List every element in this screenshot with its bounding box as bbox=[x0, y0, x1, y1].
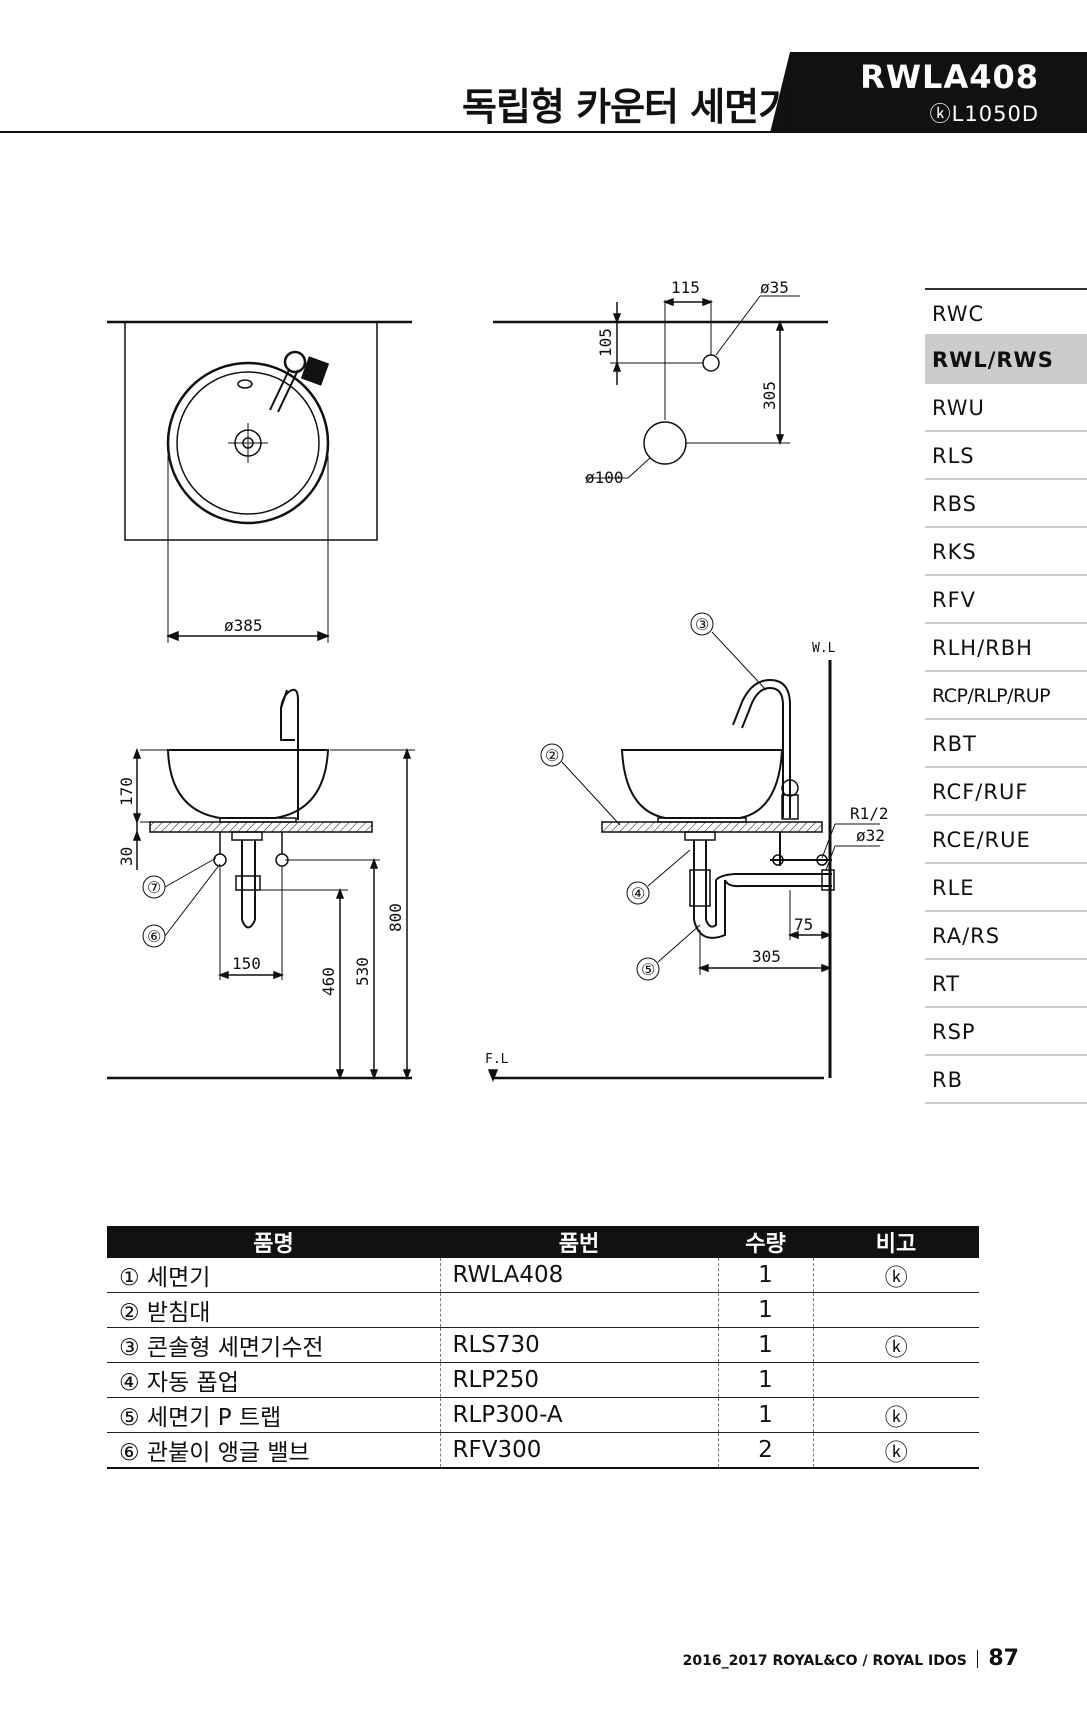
dim-side-r12: R1/2 bbox=[850, 804, 889, 823]
nav-item-rt[interactable]: RT bbox=[925, 960, 1087, 1008]
nav-item-rwl-rws[interactable]: RWL/RWS bbox=[925, 336, 1087, 384]
wl-label: W.L bbox=[812, 641, 836, 656]
cell-note bbox=[812, 1292, 979, 1328]
cell-note: ⓚ bbox=[812, 1258, 979, 1293]
cell-qty: 1 bbox=[717, 1397, 813, 1433]
dim-plan-305: 305 bbox=[760, 381, 779, 410]
nav-item-rbt[interactable]: RBT bbox=[925, 720, 1087, 768]
cell-code: RLP250 bbox=[439, 1362, 718, 1398]
model-sub-code: ⓚL1050D bbox=[929, 102, 1039, 126]
table-row: ④ 자동 폽업 RLP250 1 bbox=[107, 1362, 979, 1398]
nav-item-rwu[interactable]: RWU bbox=[925, 384, 1087, 432]
cell-qty: 2 bbox=[717, 1432, 813, 1469]
nav-item-rcf-ruf[interactable]: RCF/RUF bbox=[925, 768, 1087, 816]
parts-table: 품명 품번 수량 비고 ① 세면기 RWLA408 1 ⓚ ② 받침대 1 ③ … bbox=[107, 1226, 979, 1469]
callout-3: ③ bbox=[695, 615, 709, 634]
nav-item-rb[interactable]: RB bbox=[925, 1056, 1087, 1104]
nav-item-ra-rs[interactable]: RA/RS bbox=[925, 912, 1087, 960]
top-view: ø385 bbox=[107, 320, 412, 643]
cell-note bbox=[812, 1362, 979, 1398]
cell-code: RWLA408 bbox=[439, 1258, 718, 1293]
dim-front-800: 800 bbox=[386, 903, 405, 932]
nav-item-rls[interactable]: RLS bbox=[925, 432, 1087, 480]
dim-front-460: 460 bbox=[319, 967, 338, 996]
dim-front-170: 170 bbox=[117, 777, 136, 806]
page-number: 87 bbox=[988, 1646, 1019, 1671]
dim-top-dia385: ø385 bbox=[224, 616, 263, 635]
model-tab-shape bbox=[770, 52, 1087, 133]
cell-name: ④ 자동 폽업 bbox=[107, 1362, 440, 1398]
cell-qty: 1 bbox=[717, 1258, 813, 1293]
footer-divider bbox=[976, 1650, 979, 1668]
dim-plan-dia35: ø35 bbox=[760, 278, 789, 297]
series-nav: RWC RWL/RWS RWU RLS RBS RKS RFV RLH/RBH … bbox=[925, 288, 1087, 1104]
dim-plan-dia100: ø100 bbox=[585, 468, 624, 487]
callout-2: ② bbox=[545, 746, 559, 765]
nav-item-rbs[interactable]: RBS bbox=[925, 480, 1087, 528]
callout-7: ⑦ bbox=[147, 878, 161, 897]
callout-5: ⑤ bbox=[641, 960, 655, 979]
footer-text: 2016_2017 ROYAL&CO / ROYAL IDOS bbox=[682, 1653, 967, 1669]
dim-side-305: 305 bbox=[752, 947, 781, 966]
table-row: ② 받침대 1 bbox=[107, 1292, 979, 1328]
front-elevation: 170 30 150 460 530 800 ⑦ ⑥ bbox=[107, 688, 415, 1081]
nav-item-rfv[interactable]: RFV bbox=[925, 576, 1087, 624]
header-code: 품번 bbox=[440, 1226, 718, 1258]
cell-note: ⓚ bbox=[812, 1432, 979, 1469]
nav-item-rks[interactable]: RKS bbox=[925, 528, 1087, 576]
header-name: 품명 bbox=[107, 1226, 440, 1258]
dim-plan-105: 105 bbox=[596, 328, 615, 357]
fl-label: F.L bbox=[485, 1052, 509, 1067]
plan-view: 115 ø35 105 305 ø100 bbox=[493, 278, 828, 487]
cell-qty: 1 bbox=[717, 1327, 813, 1363]
table-row: ⑤ 세면기 P 트랩 RLP300-A 1 ⓚ bbox=[107, 1397, 979, 1433]
parts-table-header: 품명 품번 수량 비고 bbox=[107, 1226, 979, 1258]
cell-name: ② 받침대 bbox=[107, 1292, 440, 1328]
cell-qty: 1 bbox=[717, 1362, 813, 1398]
dim-plan-115: 115 bbox=[671, 278, 700, 297]
dim-side-dia32: ø32 bbox=[856, 826, 885, 845]
cell-name: ⑤ 세면기 P 트랩 bbox=[107, 1397, 440, 1433]
nav-item-rcp-rlp-rup[interactable]: RCP/RLP/RUP bbox=[925, 672, 1087, 720]
callout-4: ④ bbox=[631, 884, 645, 903]
nav-item-rsp[interactable]: RSP bbox=[925, 1008, 1087, 1056]
nav-item-rle[interactable]: RLE bbox=[925, 864, 1087, 912]
table-row: ③ 콘솔형 세면기수전 RLS730 1 ⓚ bbox=[107, 1327, 979, 1363]
page-footer: 2016_2017 ROYAL&CO / ROYAL IDOS 87 bbox=[683, 1646, 1019, 1671]
header-note: 비고 bbox=[813, 1226, 979, 1258]
cell-name: ① 세면기 bbox=[107, 1258, 440, 1293]
model-code: RWLA408 bbox=[860, 58, 1039, 96]
cell-code: RLS730 bbox=[439, 1327, 718, 1363]
dim-side-75: 75 bbox=[794, 915, 813, 934]
header-rule bbox=[0, 131, 1087, 133]
table-row: ① 세면기 RWLA408 1 ⓚ bbox=[107, 1258, 979, 1293]
callout-6: ⑥ bbox=[147, 927, 161, 946]
dim-front-150: 150 bbox=[232, 954, 261, 973]
table-row: ⑥ 관붙이 앵글 밸브 RFV300 2 ⓚ bbox=[107, 1432, 979, 1469]
cell-name: ⑥ 관붙이 앵글 밸브 bbox=[107, 1432, 440, 1469]
cell-note: ⓚ bbox=[812, 1397, 979, 1433]
page-title: 독립형 카운터 세면기 bbox=[462, 85, 793, 129]
cell-code bbox=[439, 1292, 718, 1328]
cell-code: RFV300 bbox=[439, 1432, 718, 1469]
header-qty: 수량 bbox=[718, 1226, 813, 1258]
cell-qty: 1 bbox=[717, 1292, 813, 1328]
nav-item-rce-rue[interactable]: RCE/RUE bbox=[925, 816, 1087, 864]
cell-name: ③ 콘솔형 세면기수전 bbox=[107, 1327, 440, 1363]
nav-item-rlh-rbh[interactable]: RLH/RBH bbox=[925, 624, 1087, 672]
cell-note: ⓚ bbox=[812, 1327, 979, 1363]
dim-front-530: 530 bbox=[353, 957, 372, 986]
side-elevation: W.L R1/2 ø32 75 305 F.L ③ ② ④ ⑤ bbox=[485, 612, 889, 1083]
cell-code: RLP300-A bbox=[439, 1397, 718, 1433]
nav-item-rwc[interactable]: RWC bbox=[925, 288, 1087, 336]
dim-front-30: 30 bbox=[117, 847, 136, 866]
